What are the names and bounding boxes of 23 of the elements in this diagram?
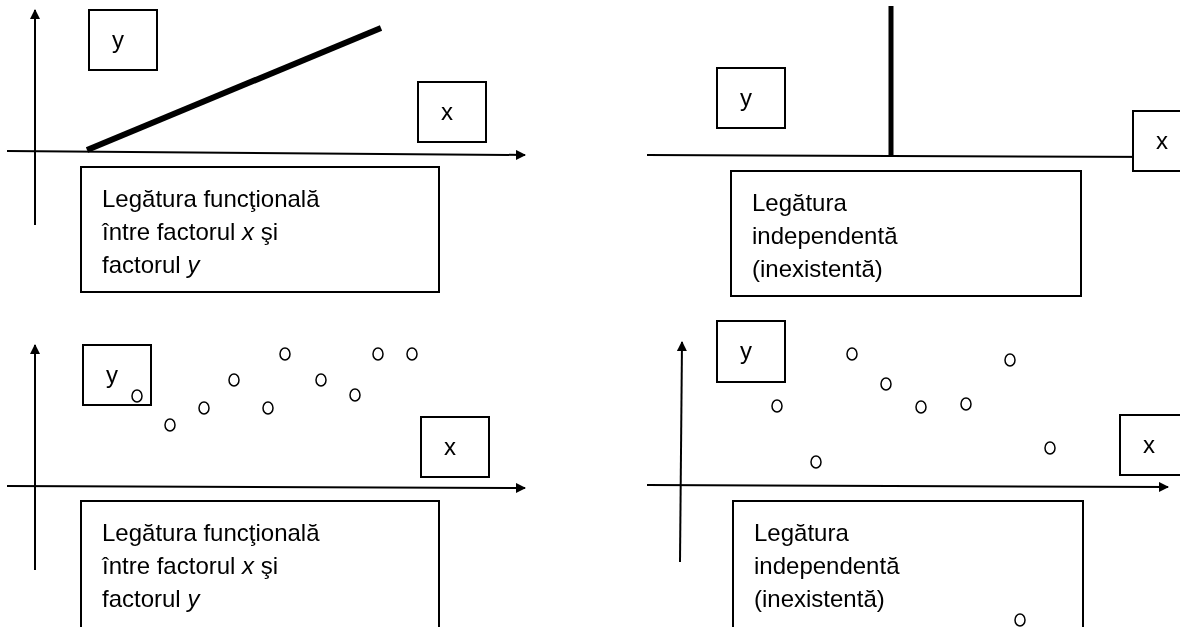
axis-label: y xyxy=(740,83,752,113)
caption-box xyxy=(80,500,440,627)
axis-label: x xyxy=(441,97,453,127)
axis-label: y xyxy=(106,360,118,390)
label-box xyxy=(82,344,152,406)
label-box xyxy=(417,81,487,143)
label-box xyxy=(420,416,490,478)
axis-label: x xyxy=(1156,126,1168,156)
description-text: Legătura funcţională între factorul x şi factorul y xyxy=(102,184,321,280)
label-box xyxy=(716,320,786,383)
axis-label: y xyxy=(112,25,124,55)
label-box xyxy=(88,9,158,71)
caption-box xyxy=(730,170,1082,297)
label-box xyxy=(716,67,786,129)
caption-box xyxy=(732,500,1084,627)
label-box xyxy=(1119,414,1180,476)
description-text: Legătura independentă (inexistentă) xyxy=(752,188,899,284)
axis-label: y xyxy=(740,336,752,366)
description-text: Legătura funcţională între factorul x şi factorul y xyxy=(102,518,321,614)
description-text: Legătura independentă (inexistentă) xyxy=(754,518,901,614)
caption-box xyxy=(80,166,440,293)
axis-label: x xyxy=(1143,430,1155,460)
axis-label: x xyxy=(444,432,456,462)
